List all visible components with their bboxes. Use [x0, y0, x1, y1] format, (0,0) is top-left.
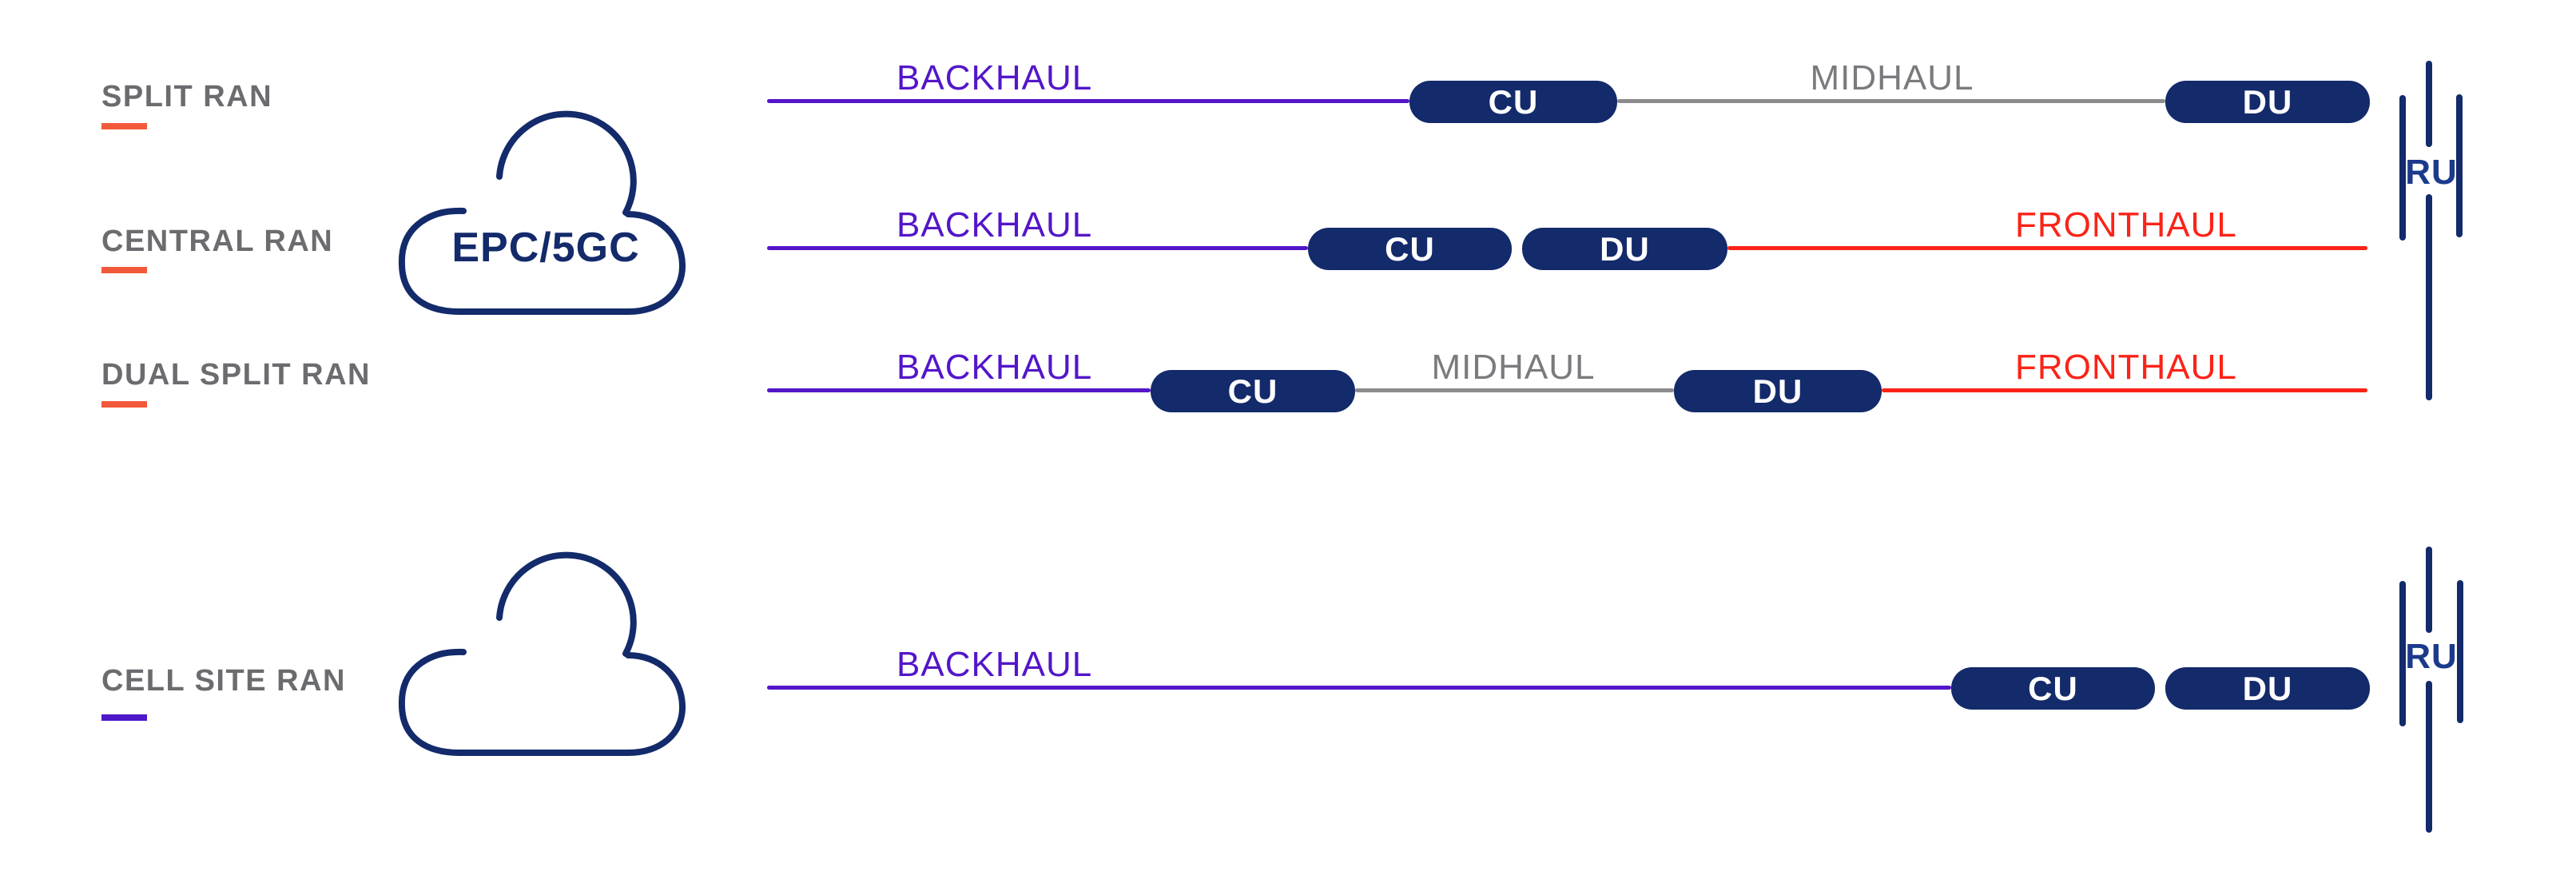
row-label-split-ran: SPLIT RAN — [101, 80, 273, 113]
row-label-central-ran: CENTRAL RAN — [101, 225, 334, 258]
accent-underline-cell-site-ran — [101, 714, 147, 721]
midhaul-label-row1: MIDHAUL — [1810, 58, 1974, 97]
accent-underline-central-ran — [101, 267, 147, 273]
cloud-bump-outline — [496, 110, 637, 216]
du-pill-row3: DU — [1674, 370, 1882, 412]
backhaul-label-row2: BACKHAUL — [896, 205, 1093, 245]
fronthaul-label-row2: FRONTHAUL — [2015, 205, 2237, 245]
backhaul-line-row2 — [767, 246, 1308, 250]
midhaul-line-row3 — [1355, 388, 1674, 392]
ru-antenna-top: RU — [2399, 61, 2463, 400]
du-pill-row1: DU — [2165, 81, 2370, 123]
core-label-top: EPC/5GC — [451, 225, 639, 271]
du-pill-label: DU — [1600, 229, 1650, 268]
fronthaul-line-row3 — [1882, 388, 2367, 392]
backhaul-line-row4 — [767, 686, 1951, 690]
midhaul-label-row3: MIDHAUL — [1431, 348, 1596, 387]
fronthaul-label-row3: FRONTHAUL — [2015, 348, 2237, 387]
cu-pill-label: CU — [2028, 669, 2078, 707]
cloud-body-outline — [398, 648, 686, 756]
du-pill-row4: DU — [2165, 667, 2370, 710]
ru-label-bottom: RU — [2405, 637, 2458, 676]
cu-pill-row4: CU — [1951, 667, 2155, 710]
du-pill-label: DU — [1752, 372, 1803, 410]
du-pill-label: DU — [2242, 669, 2293, 707]
cu-pill-label: CU — [1385, 229, 1435, 268]
cu-pill-row1: CU — [1409, 81, 1617, 123]
ru-antenna-bottom: RU — [2399, 547, 2463, 833]
accent-underline-split-ran — [101, 123, 147, 129]
backhaul-label-row4: BACKHAUL — [896, 645, 1093, 684]
cu-pill-label: CU — [1227, 372, 1278, 410]
fronthaul-line-row2 — [1727, 246, 2367, 250]
midhaul-line-row1 — [1617, 99, 2165, 103]
row-label-dual-split-ran: DUAL SPLIT RAN — [101, 358, 371, 392]
backhaul-line-row1 — [767, 99, 1409, 103]
core-cloud-top: EPC/5GC — [398, 110, 686, 315]
backhaul-label-row1: BACKHAUL — [896, 58, 1093, 97]
du-pill-row2: DU — [1522, 228, 1727, 270]
du-pill-label: DU — [2242, 82, 2293, 121]
ru-label-top: RU — [2405, 153, 2458, 192]
cloud-body-outline — [398, 207, 686, 315]
row-label-cell-site-ran: CELL SITE RAN — [101, 664, 346, 698]
core-cloud-bottom: EPC/5GC — [398, 551, 686, 756]
cu-pill-row3: CU — [1151, 370, 1355, 412]
cloud-bump-outline — [496, 551, 637, 657]
backhaul-label-row3: BACKHAUL — [896, 348, 1093, 387]
backhaul-line-row3 — [767, 388, 1151, 392]
cu-pill-row2: CU — [1308, 228, 1512, 270]
accent-underline-dual-split-ran — [101, 401, 147, 408]
cu-pill-label: CU — [1488, 82, 1539, 121]
